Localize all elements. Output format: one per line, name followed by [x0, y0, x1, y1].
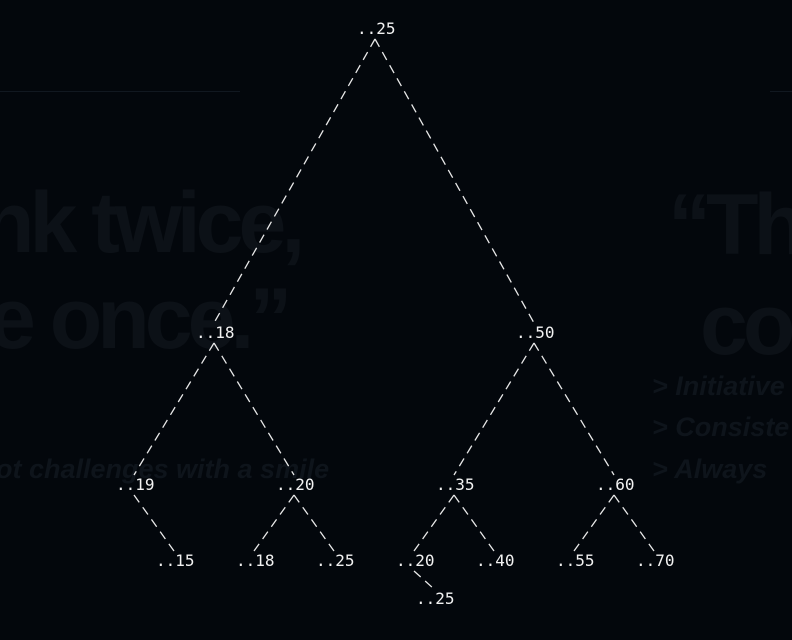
- background-quote-right-line2: co: [700, 277, 792, 373]
- tree-edge-n35-n20b: [413, 494, 455, 552]
- tree-edge-n18-n19: [133, 342, 215, 476]
- tree-edge-n35-n40: [453, 494, 495, 552]
- background-quote-right-line1: “Th: [668, 177, 792, 273]
- tree-node-n25b: ..25: [316, 551, 355, 570]
- tree-node-n50: ..50: [516, 323, 555, 342]
- background-rule-left: [0, 91, 240, 92]
- tree-edge-n20b-n25c: [413, 570, 435, 590]
- tree-edge-n19-n15: [133, 494, 175, 552]
- tree-edge-n25-n50: [374, 38, 535, 324]
- tree-node-n20: ..20: [276, 475, 315, 494]
- background-bullet-right-3: > Always: [652, 454, 768, 484]
- tree-node-n25c: ..25: [416, 589, 455, 608]
- tree-edge-n20-n25b: [293, 494, 335, 552]
- tree-edge-n60-n70: [613, 494, 655, 552]
- background-tagline-left: ot challenges with a smile: [0, 454, 330, 484]
- tree-node-n40: ..40: [476, 551, 515, 570]
- tree-edge-n50-n60: [533, 342, 615, 476]
- background-bullet-right-2: > Consiste: [652, 412, 790, 442]
- tree-nodes: ..25 ..18 ..50 ..19 ..20 ..35 ..60 ..15 ..18 ..25…: [116, 19, 675, 608]
- tree-node-n15: ..15: [156, 551, 195, 570]
- tree-node-n35: ..35: [436, 475, 475, 494]
- background-bullet-right-1: > Initiative: [652, 371, 785, 401]
- tree-edge-n20-n18b: [253, 494, 295, 552]
- tree-node-n25: ..25: [357, 19, 396, 38]
- tree-node-n20b: ..20: [396, 551, 435, 570]
- tree-edge-n18-n20: [213, 342, 295, 476]
- tree-node-n60: ..60: [596, 475, 635, 494]
- tree-node-n19: ..19: [116, 475, 155, 494]
- background-rule-right: [770, 91, 792, 92]
- tree-edge-n50-n35: [453, 342, 535, 476]
- tree-node-n55: ..55: [556, 551, 595, 570]
- tree-edges: [133, 38, 655, 590]
- tree-node-n18: ..18: [196, 323, 235, 342]
- background-quote-left-line2: e once.”: [0, 271, 292, 367]
- tree-node-n70: ..70: [636, 551, 675, 570]
- tree-node-n18b: ..18: [236, 551, 275, 570]
- tree-edge-n60-n55: [573, 494, 615, 552]
- tree-edge-n25-n18: [213, 38, 376, 324]
